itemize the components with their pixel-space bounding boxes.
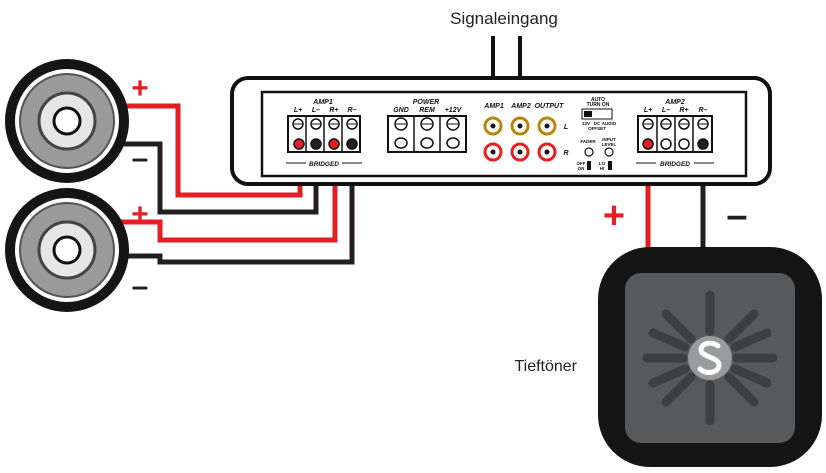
subwoofer-plus-sign: + (603, 195, 625, 237)
wire-port-icon (420, 137, 434, 149)
wire-port-icon (678, 138, 690, 150)
speaker2-positive-wire (120, 146, 338, 243)
wire-port-icon (394, 137, 408, 149)
power-terminal-label: GND (393, 107, 409, 114)
wire-port-icon (346, 138, 358, 150)
switch-position-label: AUDIO (602, 121, 617, 126)
amp1-terminal-label: L+ (294, 107, 302, 114)
amp2-terminal-label: L– (662, 107, 670, 114)
switch-position-label: 12V (582, 121, 590, 126)
screw-icon (642, 118, 654, 130)
wire-port-icon (293, 138, 305, 150)
amp1-terminal-label: L– (312, 107, 320, 114)
speaker-2-dustcap (52, 235, 82, 265)
rca-output-label: OUTPUT (535, 103, 565, 110)
auto-turn-on-switch (581, 108, 613, 120)
rca-right-label: R (563, 150, 568, 157)
rca-left-label: L (564, 124, 568, 131)
rca-amp2-label: AMP2 (510, 103, 531, 110)
screw-icon (292, 118, 304, 130)
subwoofer-starburst (642, 290, 778, 426)
screw-icon (660, 118, 672, 130)
wire-port-icon (328, 138, 340, 150)
speaker2-minus-sign: – (132, 270, 149, 303)
amp2-terminal-label: L+ (644, 107, 652, 114)
offset-label: OFFSET (588, 126, 606, 131)
rca-inputs: AMP1 AMP2 OUTPUT L R (483, 103, 569, 162)
on-label: ON (578, 166, 585, 171)
amp1-title: AMP1 (312, 99, 333, 106)
speaker-1-dustcap (52, 106, 82, 136)
screw-icon (328, 118, 340, 130)
amp1-terminal-label: R– (348, 107, 357, 114)
input-level-knob-icon (604, 147, 614, 157)
screw-icon (394, 117, 408, 131)
power-terminal-label: +12V (445, 107, 463, 114)
fader-label: FADER (580, 139, 596, 144)
screw-icon (697, 118, 709, 130)
wire-port-icon (642, 138, 654, 150)
off-label: OFF (577, 161, 586, 166)
rca-jack-icon (537, 116, 557, 136)
amp2-terminal-block: L+ L– R+ R– BRIDGED (636, 107, 714, 168)
brand-logo-icon (688, 336, 732, 380)
power-title: POWER (413, 99, 439, 106)
screw-icon (346, 118, 358, 130)
subwoofer (598, 247, 822, 467)
screw-icon (310, 118, 322, 130)
rca-amp1-label: AMP1 (483, 103, 504, 110)
auto-turn-on-label: TURN ON (587, 102, 610, 108)
rca-jack-icon (483, 142, 503, 162)
rca-jack-icon (537, 142, 557, 162)
amplifier: AMP1 L+ L– R+ R– BRIDGED POWER (230, 76, 772, 186)
rca-jack-icon (483, 116, 503, 136)
input-level-label: INPUT (602, 137, 616, 142)
speaker-1 (5, 59, 129, 183)
power-terminal-label: REM (419, 107, 435, 114)
hi-label: HI (600, 166, 605, 171)
rca-jack-icon (510, 142, 530, 162)
amp2-terminal-label: R+ (679, 107, 688, 114)
screw-icon (678, 118, 690, 130)
lo-label: LO (599, 161, 606, 166)
level-switch-icon (608, 161, 612, 170)
amp-controls: AUTO TURN ON 12V DC AUDIO OFFSET FADER I… (577, 97, 617, 171)
power-terminal-block: GND REM +12V (387, 107, 467, 153)
amp2-bridged-label: BRIDGED (660, 161, 690, 168)
screw-icon (420, 117, 434, 131)
amp2-title: AMP2 (664, 99, 685, 106)
fader-knob-icon (584, 147, 594, 157)
screw-icon (446, 117, 460, 131)
amp2-terminal-label: R– (699, 107, 708, 114)
speaker1-negative-wire (120, 141, 319, 215)
speaker1-minus-sign: – (132, 142, 149, 175)
amp1-terminal-block: L+ L– R+ R– BRIDGED (286, 107, 362, 168)
switch-position-label: DC (594, 121, 601, 126)
wire-port-icon (310, 138, 322, 150)
subwoofer-minus-sign: – (726, 195, 747, 237)
amp1-terminal-label: R+ (329, 107, 338, 114)
speaker2-negative-wire (120, 146, 355, 265)
wire-port-icon (446, 137, 460, 149)
speaker2-plus-sign: + (131, 198, 149, 231)
switch-slider-icon (584, 111, 592, 117)
fader-switch-icon (587, 161, 591, 170)
wire-port-icon (660, 138, 672, 150)
speaker-2 (5, 188, 129, 312)
signal-input-label: Signaleingang (450, 9, 558, 28)
auto-turn-on-label: AUTO (591, 97, 605, 103)
wire-port-icon (697, 138, 709, 150)
speaker1-plus-sign: + (131, 72, 149, 105)
amp1-bridged-label: BRIDGED (309, 161, 339, 168)
input-level-label: LEVEL (602, 142, 617, 147)
rca-jack-icon (510, 116, 530, 136)
subwoofer-label: Tieftöner (514, 358, 577, 375)
